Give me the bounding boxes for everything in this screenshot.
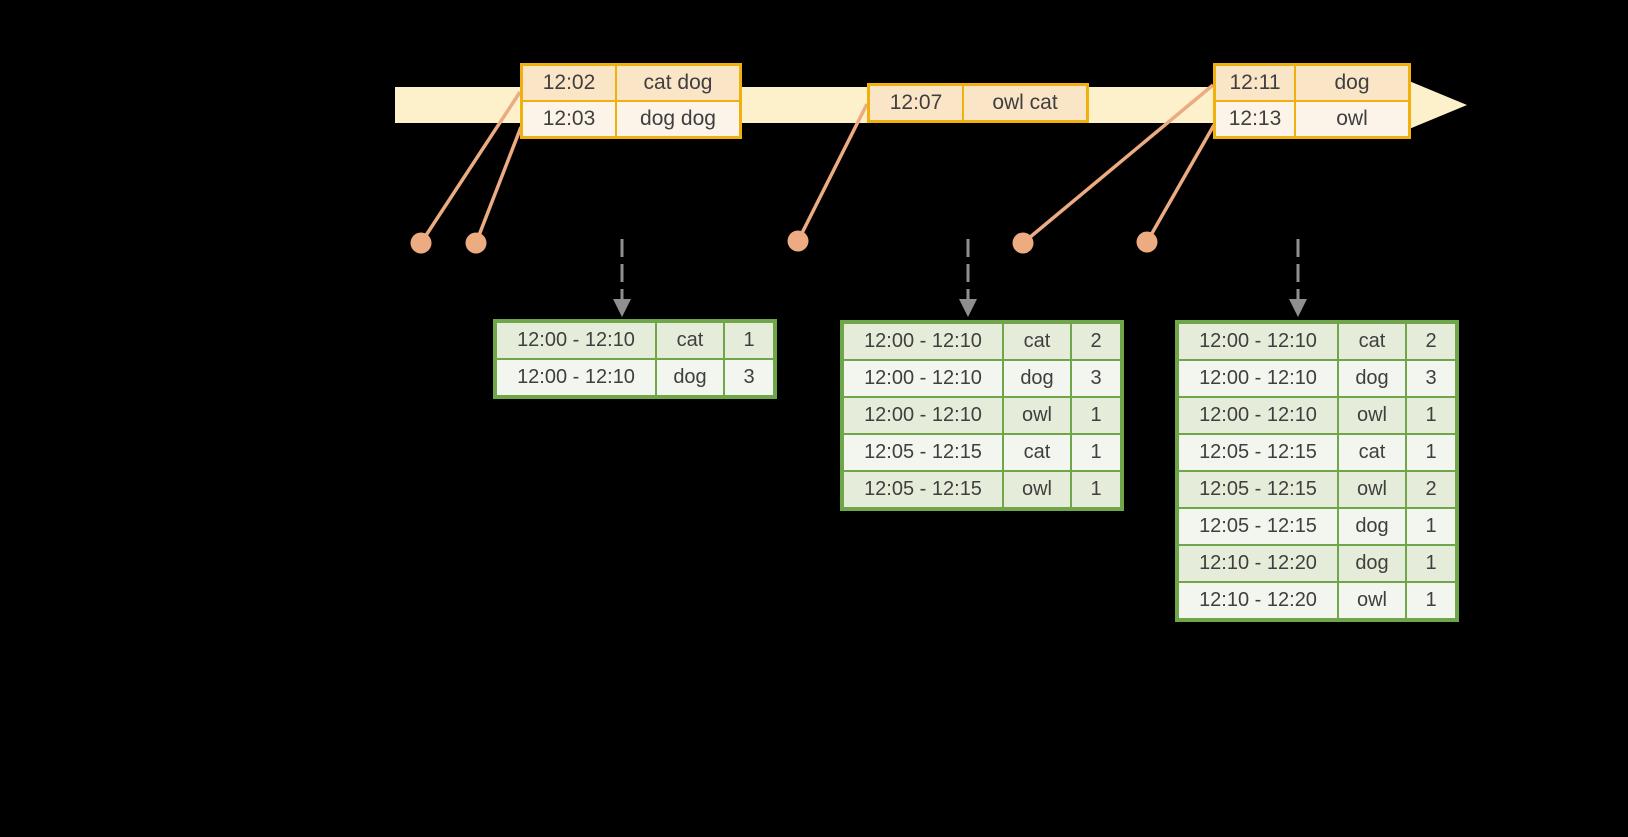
result-row: 12:00 - 12:10 cat 2 [1176, 321, 1458, 361]
event-connector-line [419, 91, 522, 244]
count-cell: 1 [1070, 396, 1123, 435]
word-cell: cat [1002, 433, 1072, 472]
window-cell: 12:00 - 12:10 [1176, 359, 1339, 398]
window-cell: 12:05 - 12:15 [1176, 507, 1339, 546]
event-words-cell: dog [1294, 63, 1411, 102]
count-cell: 1 [1405, 396, 1458, 435]
word-cell: dog [1337, 544, 1407, 583]
result-row: 12:05 - 12:15 cat 1 [841, 433, 1123, 472]
window-cell: 12:00 - 12:10 [841, 321, 1004, 361]
count-cell: 1 [1405, 433, 1458, 472]
event-dot [410, 232, 432, 254]
trigger-arrow-head-icon [1289, 299, 1307, 317]
event-connector-line [1021, 83, 1215, 245]
word-cell: owl [1337, 470, 1407, 509]
event-time-cell: 12:02 [520, 63, 617, 102]
count-cell: 1 [1070, 470, 1123, 510]
count-cell: 2 [1070, 321, 1123, 361]
event-words-cell: dog dog [615, 100, 742, 139]
result-row: 12:00 - 12:10 cat 1 [494, 320, 776, 360]
word-cell: dog [655, 358, 725, 398]
word-cell: cat [1337, 321, 1407, 361]
event-time-cell: 12:03 [520, 100, 617, 139]
word-cell: owl [1002, 470, 1072, 510]
event-row: 12:11 dog [1213, 63, 1411, 102]
word-cell: dog [1337, 507, 1407, 546]
window-cell: 12:05 - 12:15 [1176, 470, 1339, 509]
result-row: 12:10 - 12:20 owl 1 [1176, 581, 1458, 621]
count-cell: 1 [1405, 544, 1458, 583]
word-cell: dog [1002, 359, 1072, 398]
trigger-arrow-head-icon [613, 299, 631, 317]
result-row: 12:05 - 12:15 dog 1 [1176, 507, 1458, 546]
event-dot [787, 230, 809, 252]
window-cell: 12:00 - 12:10 [1176, 396, 1339, 435]
window-cell: 12:00 - 12:10 [841, 396, 1004, 435]
word-cell: cat [655, 320, 725, 360]
event-dot [1012, 232, 1034, 254]
event-time-cell: 12:07 [867, 83, 964, 123]
event-words-cell: owl cat [962, 83, 1089, 123]
event-connector-line [796, 103, 869, 242]
result-row: 12:00 - 12:10 dog 3 [841, 359, 1123, 398]
word-cell: cat [1337, 433, 1407, 472]
event-dot [1136, 231, 1158, 253]
window-cell: 12:05 - 12:15 [841, 470, 1004, 510]
window-cell: 12:10 - 12:20 [1176, 544, 1339, 583]
window-cell: 12:00 - 12:10 [494, 320, 657, 360]
event-time-cell: 12:13 [1213, 100, 1296, 139]
result-row: 12:10 - 12:20 dog 1 [1176, 544, 1458, 583]
event-time-cell: 12:11 [1213, 63, 1296, 102]
count-cell: 1 [723, 320, 776, 360]
word-cell: owl [1337, 396, 1407, 435]
result-row: 12:05 - 12:15 cat 1 [1176, 433, 1458, 472]
result-row: 12:00 - 12:10 cat 2 [841, 321, 1123, 361]
window-cell: 12:00 - 12:10 [494, 358, 657, 398]
event-dot [465, 232, 487, 254]
event-table-1: 12:02 cat dog 12:03 dog dog [520, 63, 742, 139]
word-cell: owl [1337, 581, 1407, 621]
event-row: 12:03 dog dog [520, 100, 742, 139]
count-cell: 3 [1405, 359, 1458, 398]
window-cell: 12:05 - 12:15 [1176, 433, 1339, 472]
result-row: 12:00 - 12:10 owl 1 [1176, 396, 1458, 435]
result-row: 12:00 - 12:10 dog 3 [494, 358, 776, 398]
result-table-3: 12:00 - 12:10 cat 2 12:00 - 12:10 dog 3 … [1175, 320, 1459, 622]
event-row: 12:07 owl cat [867, 83, 1089, 123]
window-cell: 12:05 - 12:15 [841, 433, 1004, 472]
result-table-2: 12:00 - 12:10 cat 2 12:00 - 12:10 dog 3 … [840, 320, 1124, 511]
event-row: 12:02 cat dog [520, 63, 742, 102]
word-cell: dog [1337, 359, 1407, 398]
word-cell: owl [1002, 396, 1072, 435]
event-table-3: 12:11 dog 12:13 owl [1213, 63, 1411, 139]
count-cell: 3 [1070, 359, 1123, 398]
event-table-2: 12:07 owl cat [867, 83, 1089, 123]
count-cell: 2 [1405, 321, 1458, 361]
event-connector-line [1145, 124, 1216, 243]
result-row: 12:05 - 12:15 owl 2 [1176, 470, 1458, 509]
event-words-cell: owl [1294, 100, 1411, 139]
result-row: 12:00 - 12:10 owl 1 [841, 396, 1123, 435]
event-connector-line [474, 126, 523, 244]
count-cell: 1 [1070, 433, 1123, 472]
window-cell: 12:10 - 12:20 [1176, 581, 1339, 621]
result-row: 12:05 - 12:15 owl 1 [841, 470, 1123, 510]
word-cell: cat [1002, 321, 1072, 361]
event-words-cell: cat dog [615, 63, 742, 102]
result-row: 12:00 - 12:10 dog 3 [1176, 359, 1458, 398]
count-cell: 3 [723, 358, 776, 398]
result-table-1: 12:00 - 12:10 cat 1 12:00 - 12:10 dog 3 [493, 319, 777, 399]
count-cell: 1 [1405, 581, 1458, 621]
window-cell: 12:00 - 12:10 [841, 359, 1004, 398]
count-cell: 1 [1405, 507, 1458, 546]
trigger-arrow-head-icon [959, 299, 977, 317]
event-row: 12:13 owl [1213, 100, 1411, 139]
count-cell: 2 [1405, 470, 1458, 509]
window-cell: 12:00 - 12:10 [1176, 321, 1339, 361]
